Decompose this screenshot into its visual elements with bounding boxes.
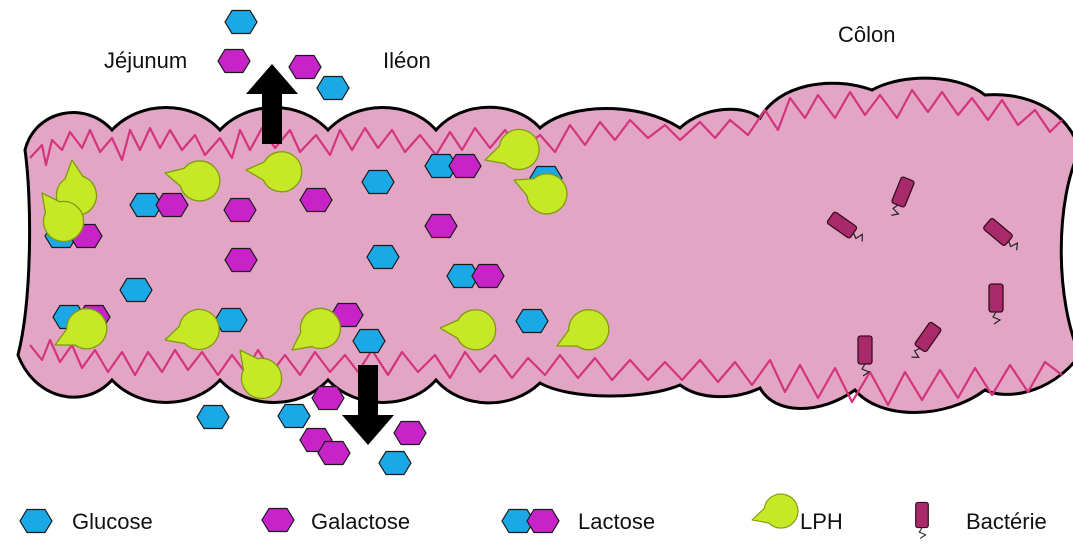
legend-lph-label: LPH [800, 509, 843, 534]
legend-lph-icon [748, 491, 800, 533]
region-label-colon: Côlon [838, 22, 895, 47]
legend-galactose-label: Galactose [311, 509, 410, 534]
legend-bacteria-icon [916, 502, 929, 538]
legend: Glucose Galactose Lactose LPH Bactérie [20, 491, 1047, 538]
legend-bacteria-label: Bactérie [966, 509, 1047, 534]
legend-lactose-label: Lactose [578, 509, 655, 534]
legend-galactose-icon [262, 509, 294, 532]
legend-glucose-icon [20, 510, 52, 533]
legend-glucose-label: Glucose [72, 509, 153, 534]
region-label-jejunum: Jéjunum [104, 48, 187, 73]
intestine-body [18, 78, 1073, 412]
legend-lactose-icon [502, 510, 559, 533]
region-label-ileon: Iléon [383, 48, 431, 73]
